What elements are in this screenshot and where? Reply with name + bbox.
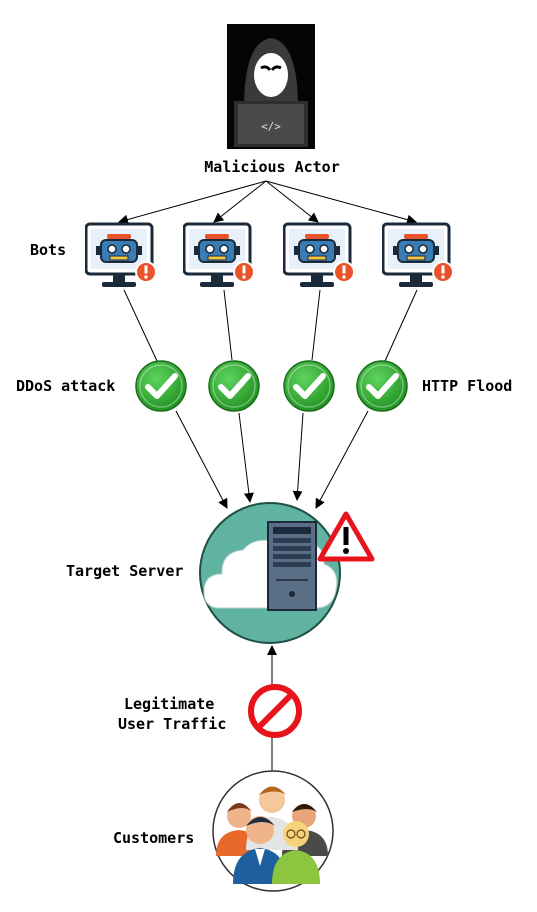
malicious-actor-icon: </> (227, 24, 315, 149)
ddos-attack-label: DDoS attack (16, 377, 115, 395)
check-icon-4 (357, 361, 407, 411)
bots-label: Bots (30, 241, 66, 259)
warning-triangle-icon (317, 511, 375, 562)
actor-to-bots-arrows (118, 180, 417, 225)
customers-label: Customers (113, 829, 194, 847)
check-icon-3 (284, 361, 334, 411)
legitimate-traffic-label-line2: User Traffic (118, 715, 226, 733)
check-icon-1 (136, 361, 186, 411)
http-flood-label: HTTP Flood (422, 377, 512, 395)
target-server-label: Target Server (66, 562, 183, 580)
checks-to-server-arrows (175, 410, 369, 509)
customers-icon (212, 770, 334, 892)
bot-icon-2 (183, 222, 255, 289)
legitimate-traffic-label-line1: Legitimate (124, 695, 214, 713)
bot-icon-1 (85, 222, 157, 289)
code-symbol: </> (261, 120, 281, 133)
malicious-actor-label: Malicious Actor (204, 158, 339, 176)
target-server-icon (199, 502, 341, 644)
blocked-icon (248, 684, 302, 738)
bot-icon-3 (283, 222, 355, 289)
check-icon-2 (209, 361, 259, 411)
bots-to-checks-lines (123, 289, 418, 362)
bot-icon-4 (382, 222, 454, 289)
